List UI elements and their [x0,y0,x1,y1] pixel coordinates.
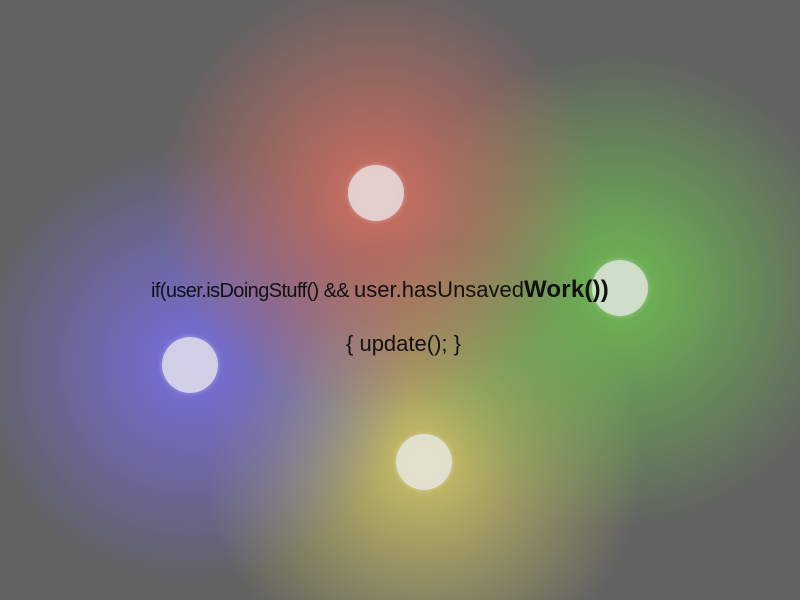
code-body-line: { update(); } [346,331,461,356]
code-condition-line: if(user.isDoingStuff() && user.hasUnsave… [151,276,609,304]
red-light-orb [348,165,404,221]
blue-light-orb [162,337,218,393]
code-condition-end: Work()) [524,276,609,303]
code-condition-middle: user.hasUnsaved [354,277,525,302]
green-light-orb [592,260,648,316]
code-condition-start: if(user.isDoingStuff() && [151,280,355,302]
yellow-light-orb [396,434,452,490]
